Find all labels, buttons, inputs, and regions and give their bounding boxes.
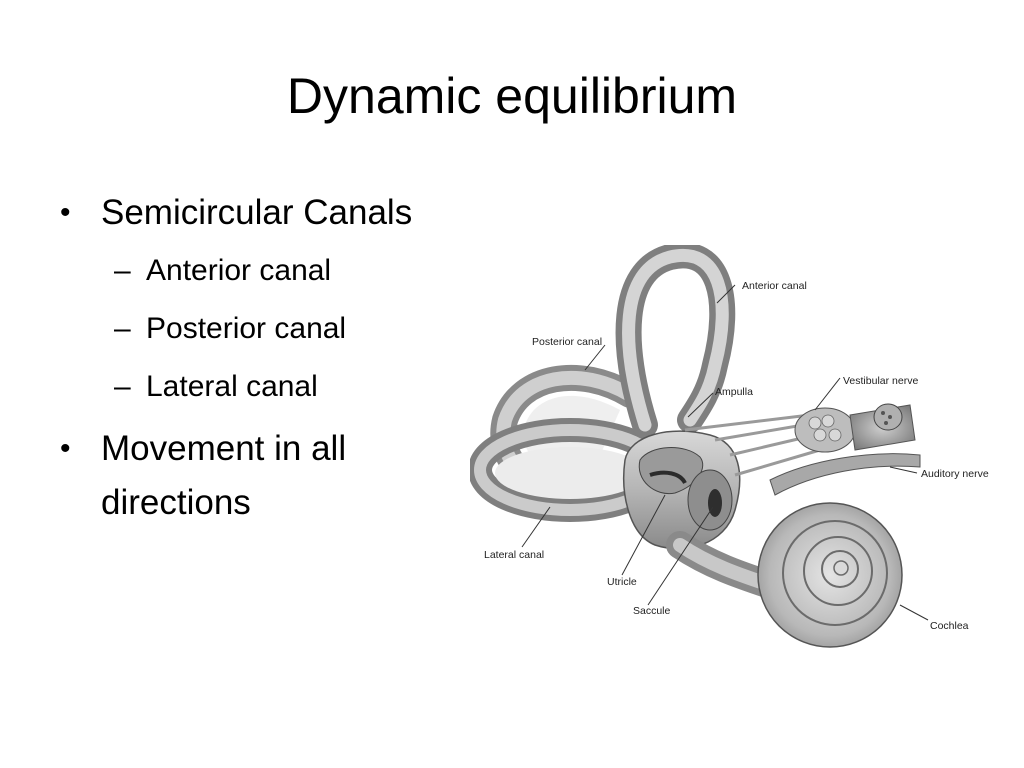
bullet-text: Semicircular Canals: [101, 193, 413, 232]
sub-bullet-text: Posterior canal: [146, 312, 347, 345]
bullet-dot-icon: •: [60, 432, 71, 465]
label-vestibular-nerve: Vestibular nerve: [843, 375, 918, 387]
sub-bullet-text: Anterior canal: [146, 254, 332, 287]
dash-icon: –: [114, 370, 131, 403]
sub-bullet-item-lateral: – Lateral canal: [101, 358, 478, 416]
inner-ear-illustration: Anterior canal Posterior canal Ampulla V…: [470, 245, 990, 655]
auditory-nerve-shape: [769, 453, 921, 496]
label-auditory-nerve: Auditory nerve: [921, 468, 989, 480]
label-ampulla: Ampulla: [715, 386, 753, 398]
sub-bullet-text: Lateral canal: [146, 370, 318, 403]
dash-icon: –: [114, 312, 131, 345]
bullet-item-semicircular-canals: • Semicircular Canals – Anterior canal –…: [58, 186, 478, 416]
sub-bullet-item-anterior: – Anterior canal: [101, 242, 478, 300]
slide-title: Dynamic equilibrium: [286, 68, 738, 124]
label-cochlea: Cochlea: [930, 620, 969, 632]
leader-lines: [521, 284, 929, 621]
label-posterior-canal: Posterior canal: [532, 336, 602, 348]
bullet-text: Movement in all directions: [101, 429, 347, 522]
sub-bullet-item-posterior: – Posterior canal: [101, 300, 478, 358]
inner-ear-diagram: Anterior canal Posterior canal Ampulla V…: [470, 245, 989, 648]
sub-bullet-list: – Anterior canal – Posterior canal – Lat…: [101, 242, 478, 416]
label-anterior-canal: Anterior canal: [742, 280, 807, 292]
label-saccule: Saccule: [633, 605, 671, 617]
label-utricle: Utricle: [607, 576, 637, 588]
vestibular-nerve-shape: [684, 403, 916, 477]
label-lateral-canal: Lateral canal: [484, 549, 544, 561]
cochlea-shape: [666, 502, 903, 648]
bullet-list: • Semicircular Canals – Anterior canal –…: [58, 186, 478, 530]
dash-icon: –: [114, 254, 131, 287]
anterior-canal-shape: [615, 245, 736, 438]
bullet-dot-icon: •: [60, 196, 71, 229]
vestibule-shape: [623, 430, 741, 550]
bullet-item-movement: • Movement in all directions: [58, 422, 478, 530]
